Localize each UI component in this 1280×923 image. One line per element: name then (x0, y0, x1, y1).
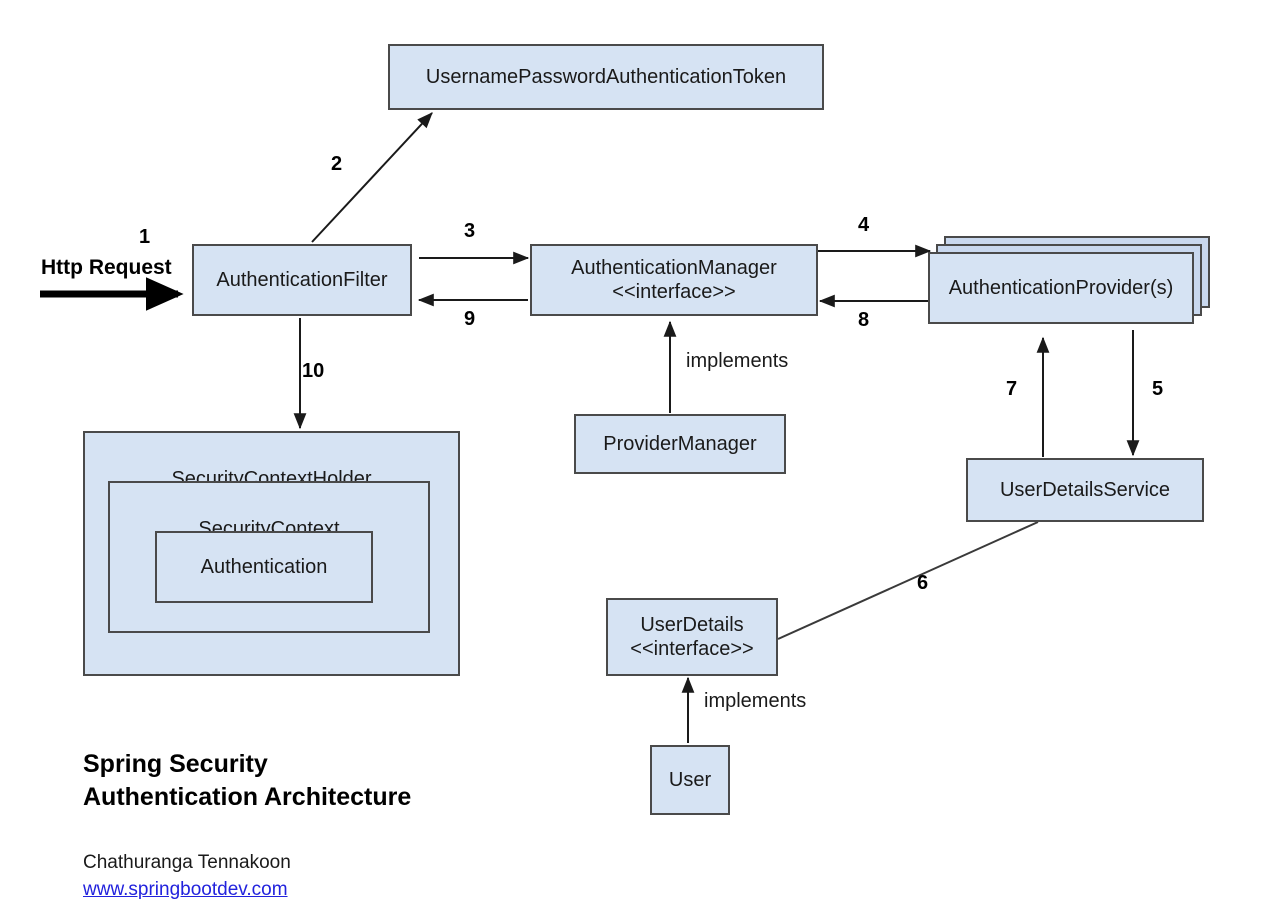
node-user[interactable]: User (650, 745, 730, 815)
node-security-context[interactable]: SecurityContext Authentication (108, 481, 430, 633)
node-security-context-holder[interactable]: SecurityContextHolder SecurityContext Au… (83, 431, 460, 676)
title-line-1: Spring Security (83, 750, 268, 778)
title-block: Spring Security Authentication Architect… (83, 748, 411, 814)
label-arrow-8: 8 (858, 309, 870, 331)
arrow-2-filter-to-token (311, 112, 433, 243)
label-arrow-4: 4 (858, 214, 870, 236)
label-arrow-10: 10 (302, 360, 325, 382)
node-authentication-provider[interactable]: AuthenticationProvider(s) (928, 252, 1194, 324)
node-authentication[interactable]: Authentication (155, 531, 373, 603)
label-arrow-7: 7 (1006, 378, 1018, 400)
label-implements-provider-manager: implements (686, 350, 789, 372)
node-user-details[interactable]: UserDetails <<interface>> (606, 598, 778, 676)
label-http-request: Http Request (41, 256, 172, 279)
label-arrow-5: 5 (1152, 378, 1164, 400)
node-authentication-manager[interactable]: AuthenticationManager <<interface>> (530, 244, 818, 316)
author-website-link[interactable]: www.springbootdev.com (83, 879, 288, 900)
node-username-password-authentication-token[interactable]: UsernamePasswordAuthenticationToken (388, 44, 824, 110)
label-arrow-1: 1 (139, 226, 151, 248)
label-arrow-6: 6 (917, 572, 929, 594)
node-provider-manager[interactable]: ProviderManager (574, 414, 786, 474)
author-name: Chathuranga Tennakoon (83, 852, 291, 873)
label-arrow-2: 2 (331, 153, 343, 175)
label-arrow-3: 3 (464, 220, 476, 242)
line-6-userdetails-to-service (777, 521, 1039, 640)
node-user-details-service[interactable]: UserDetailsService (966, 458, 1204, 522)
label-arrow-9: 9 (464, 308, 476, 330)
label-implements-user: implements (704, 690, 807, 712)
node-authentication-filter[interactable]: AuthenticationFilter (192, 244, 412, 316)
title-line-2: Authentication Architecture (83, 783, 412, 811)
